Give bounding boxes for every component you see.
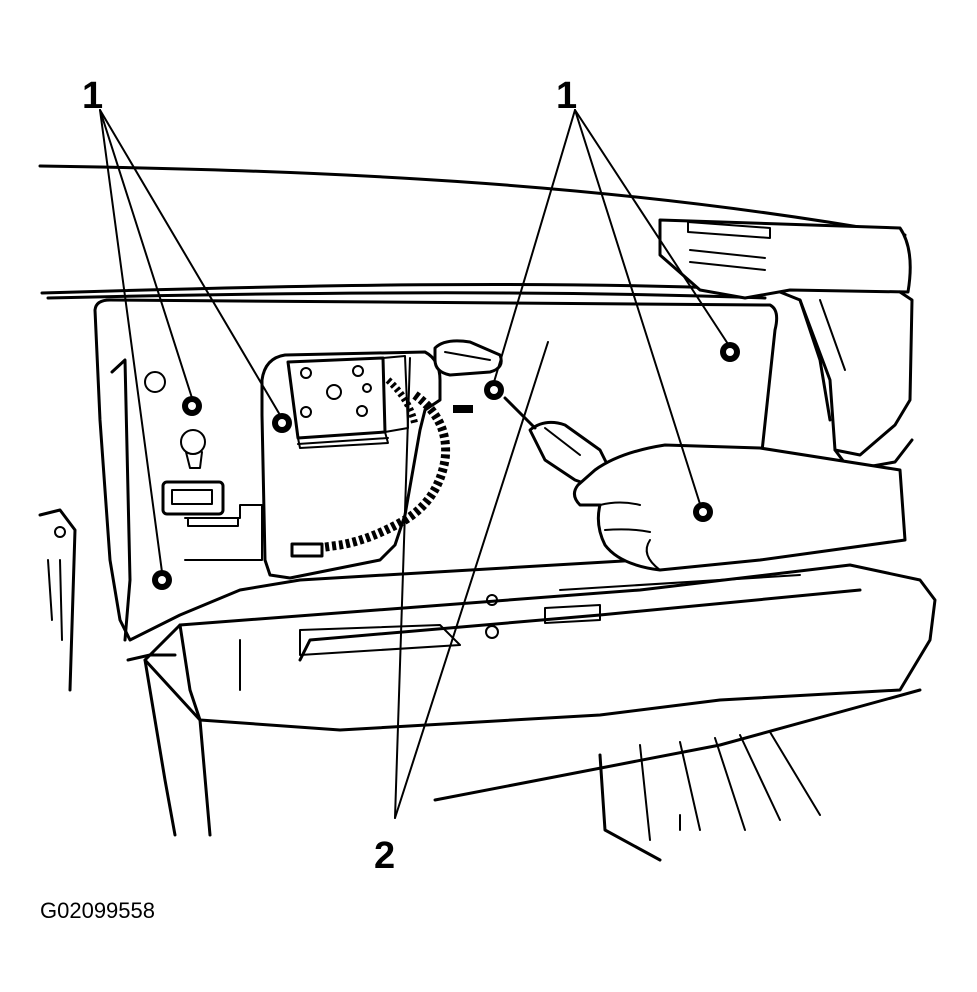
- glovebox-opening-panel: [93, 298, 779, 642]
- left-lower-panel: [38, 508, 177, 692]
- left-switch-area: [161, 429, 263, 561]
- fastener-group: [152, 342, 740, 590]
- leader-lines-1: [99, 109, 729, 573]
- callout-1-right: 1: [556, 75, 577, 117]
- glovebox-tub: [433, 688, 922, 862]
- figure-id: G02099558: [40, 898, 155, 923]
- leader-lines-2: [394, 341, 549, 819]
- right-vent-housing: [658, 218, 914, 472]
- dash-upper-panel: [38, 164, 907, 300]
- glovebox-door: [143, 563, 937, 837]
- panel-tab: [433, 339, 503, 413]
- wiring-harness: [290, 377, 451, 558]
- hinge-bracket: [286, 355, 409, 449]
- hand-with-screwdriver: [503, 396, 907, 572]
- callout-1-left: 1: [82, 75, 103, 117]
- callout-2: 2: [374, 835, 395, 877]
